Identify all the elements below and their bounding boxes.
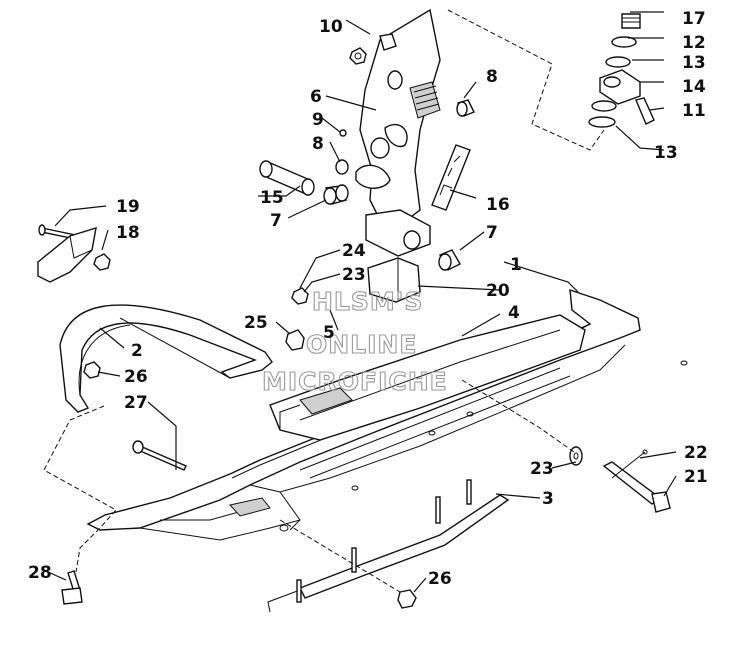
callout-10: 10 [319,17,343,37]
callout-1: 1 [510,255,522,275]
callout-8-upper: 8 [486,67,498,87]
callout-15: 15 [260,188,284,208]
nut-25 [285,329,305,351]
guide-lines [43,9,677,593]
bushing-15 [259,160,315,196]
bolt-27 [132,440,187,471]
callout-11: 11 [682,101,706,121]
bolt-11 [635,97,655,125]
washer-13-upper [605,56,631,68]
bushing-7-upper [323,184,349,205]
callout-21: 21 [684,467,708,487]
callout-19: 19 [116,197,140,217]
callout-20: 20 [486,281,510,301]
spindle-block [365,209,431,257]
bolt-21 [602,461,671,513]
callout-26-upper: 26 [124,367,148,387]
ring-12 [611,36,637,48]
callout-8-lower: 8 [312,134,324,154]
callout-4: 4 [508,303,520,323]
ski-saddle [269,314,688,441]
callout-13-upper: 13 [682,53,706,73]
callout-12: 12 [682,33,706,53]
washer-13-lower [588,100,617,128]
watermark-line-3: MICROFICHE [262,367,448,396]
callout-13-lower: 13 [654,143,678,163]
callout-23-upper: 23 [342,265,366,285]
callout-2: 2 [131,341,143,361]
callout-22: 22 [684,443,708,463]
bushing-8-lower [335,159,349,175]
callout-6: 6 [310,87,322,107]
decal-badge-icon [431,144,471,211]
callout-18: 18 [116,223,140,243]
callout-24: 24 [342,241,366,261]
cotter-pin-22 [611,449,648,479]
callout-labels: 10 17 12 13 14 11 13 8 6 9 8 15 16 7 7 1… [28,9,708,589]
callout-5: 5 [323,323,335,343]
nut-26-upper [83,361,101,379]
callout-3: 3 [542,489,554,509]
callout-23-lower: 23 [530,459,554,479]
wear-bar [267,479,510,613]
bushing-8-upper [456,99,475,117]
callout-28: 28 [28,563,52,583]
nut-10 [349,33,397,65]
ski-spindle [355,8,441,226]
bracket-18 [37,226,111,283]
callout-25: 25 [244,313,268,333]
clamp-14 [599,69,641,105]
callout-7-lower: 7 [486,223,498,243]
shock-pad [367,257,421,303]
callout-27: 27 [124,393,148,413]
callout-17: 17 [682,9,706,29]
nut-26-lower [397,589,417,609]
bolt-28 [61,570,83,605]
watermark: HLSM'S ONLINE MICROFICHE [261,286,448,396]
callout-26-lower: 26 [428,569,452,589]
cap-17 [621,13,641,29]
callout-16: 16 [486,195,510,215]
callout-7-upper: 7 [270,211,282,231]
pin-9 [339,129,347,137]
callout-9: 9 [312,110,324,130]
watermark-line-2: ONLINE [306,330,417,359]
ski-handle [59,304,273,413]
callout-14: 14 [682,77,706,97]
bushing-7-lower [438,249,461,271]
watermark-line-1: HLSM'S [312,287,423,316]
